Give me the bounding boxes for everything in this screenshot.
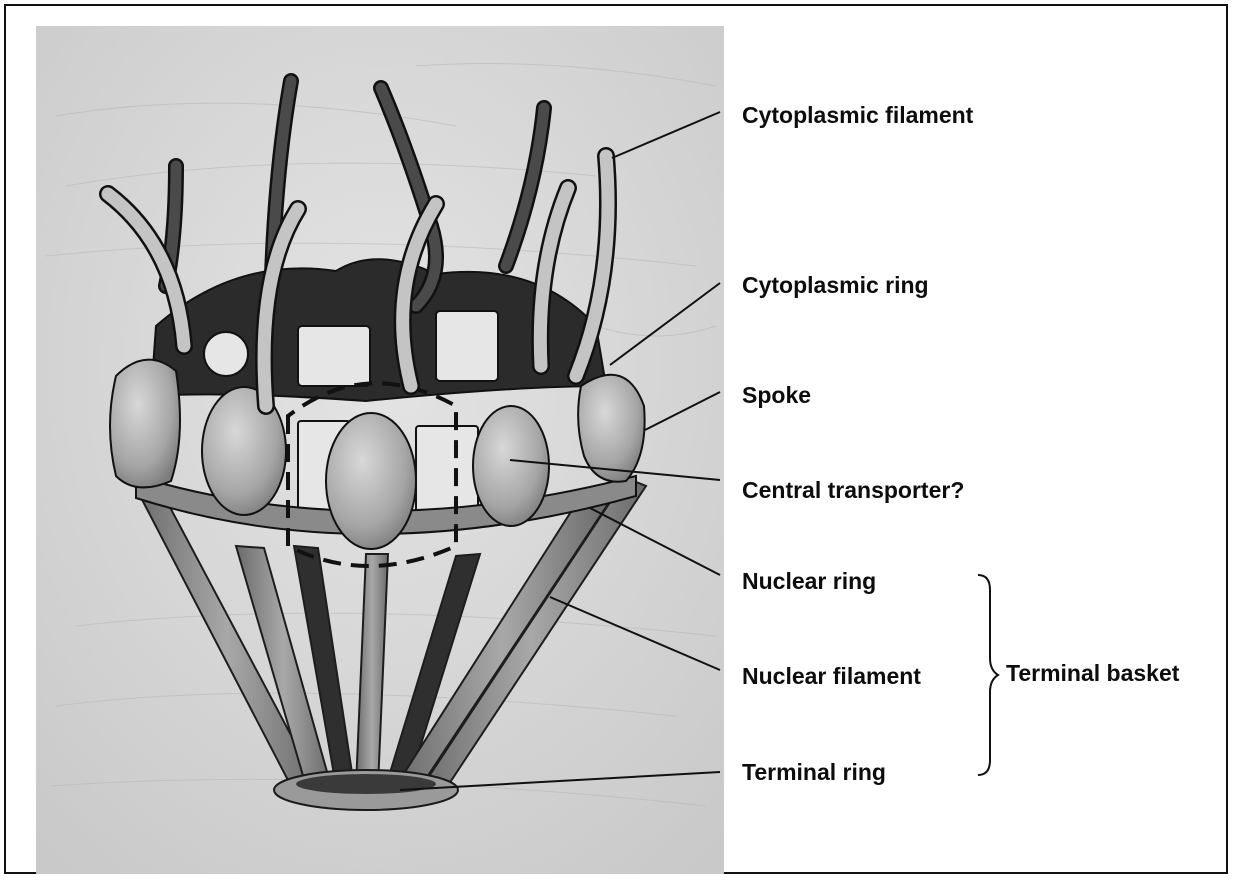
label-central-transporter: Central transporter? [742, 479, 964, 502]
label-spoke: Spoke [742, 384, 811, 407]
label-nuclear-ring: Nuclear ring [742, 570, 876, 593]
label-terminal-basket: Terminal basket [1006, 662, 1179, 685]
label-cytoplasmic-filament: Cytoplasmic filament [742, 104, 973, 127]
label-nuclear-filament: Nuclear filament [742, 665, 921, 688]
label-terminal-ring: Terminal ring [742, 761, 886, 784]
label-cytoplasmic-ring: Cytoplasmic ring [742, 274, 929, 297]
nuclear-pore-illustration [36, 26, 724, 874]
